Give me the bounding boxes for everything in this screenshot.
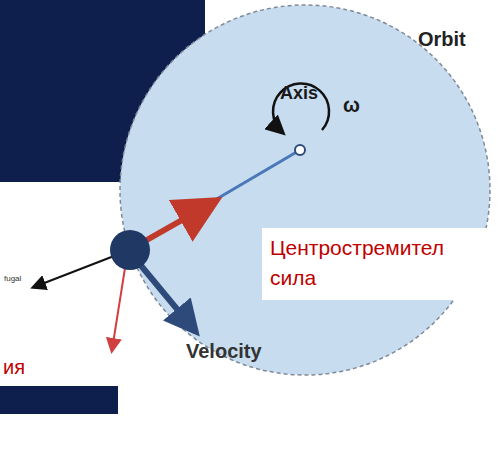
velocity-label: Velocity (186, 340, 262, 362)
text-box-background (262, 228, 504, 300)
axis-label: Axis (280, 84, 318, 104)
text-box-background (0, 352, 40, 382)
arrow-label: fugal (4, 275, 21, 284)
force-label: сила (270, 266, 316, 289)
orbiting-ball (110, 230, 150, 270)
force-label: Центростремител (270, 236, 444, 259)
omega-symbol: ω (343, 94, 360, 116)
orbit-label: Orbit (418, 28, 466, 50)
rotation-arrow (273, 83, 329, 132)
centripetal-arrow (145, 203, 212, 241)
centrifugal-arrow (34, 256, 114, 287)
force-label: ия (3, 356, 25, 378)
inertia-arrow (112, 268, 125, 350)
orbit-circle (120, 5, 490, 375)
slide-background (0, 386, 118, 414)
velocity-arrow (138, 262, 196, 332)
axis-point (295, 145, 305, 155)
